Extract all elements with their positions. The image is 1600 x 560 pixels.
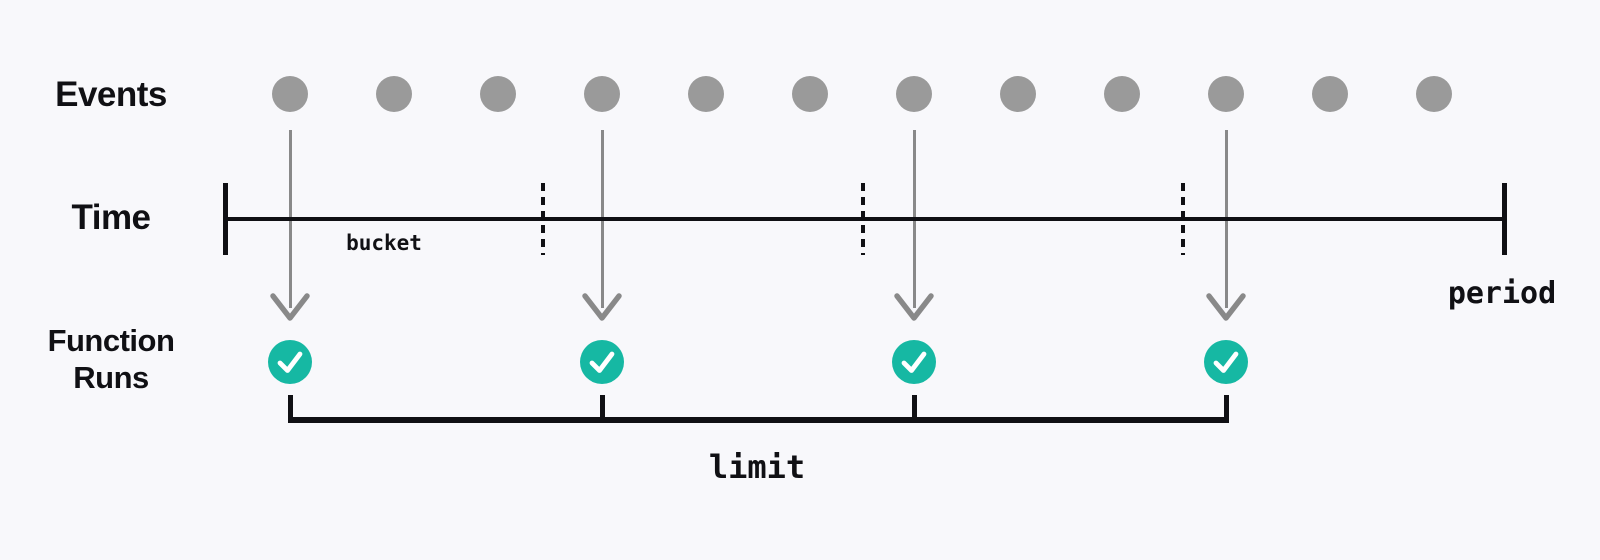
event-dot (272, 76, 308, 112)
check-icon (589, 351, 615, 373)
arrow-down-head-icon (268, 292, 312, 324)
check-icon (901, 351, 927, 373)
event-dot (584, 76, 620, 112)
event-dot (480, 76, 516, 112)
function-run-badge (1204, 340, 1248, 384)
event-dot (1312, 76, 1348, 112)
bucket-divider (861, 183, 865, 255)
event-dot (688, 76, 724, 112)
limit-bracket-leg (911, 395, 917, 419)
event-dot (1208, 76, 1244, 112)
arrow-down-head-icon (892, 292, 936, 324)
arrow-down-head-icon (1206, 293, 1246, 321)
event-dot (896, 76, 932, 112)
function-runs-label-line2: Runs (73, 360, 149, 395)
bucket-divider (1181, 183, 1185, 255)
limit-bracket-leg (1223, 395, 1229, 419)
timeline-end-tick (1501, 183, 1507, 255)
limit-bracket-leg (287, 395, 293, 419)
function-run-badge (268, 340, 312, 384)
event-dot (376, 76, 412, 112)
function-runs-label-line1: Function (47, 323, 175, 358)
check-icon (1213, 351, 1239, 373)
event-dot (792, 76, 828, 112)
events-row-label: Events (55, 75, 167, 114)
time-row-label: Time (71, 198, 151, 237)
event-dot (1416, 76, 1452, 112)
arrow-down-head-icon (580, 292, 624, 324)
event-dot (1000, 76, 1036, 112)
arrow-down-head-icon (582, 293, 622, 321)
bucket-divider (541, 183, 545, 255)
period-annotation: period (1447, 276, 1557, 311)
event-dot (1104, 76, 1140, 112)
arrow-down-head-icon (894, 293, 934, 321)
function-run-badge (580, 340, 624, 384)
arrow-down-head-icon (1204, 292, 1248, 324)
limit-bracket-leg (599, 395, 605, 419)
bucket-annotation: bucket (346, 231, 422, 255)
limit-bracket-bar (287, 417, 1229, 423)
limit-annotation: limit (708, 448, 806, 486)
timeline-start-tick (222, 183, 228, 255)
function-run-badge (892, 340, 936, 384)
arrow-down-head-icon (270, 293, 310, 321)
check-icon (277, 351, 303, 373)
function-runs-row-label: Function Runs (0, 322, 222, 396)
